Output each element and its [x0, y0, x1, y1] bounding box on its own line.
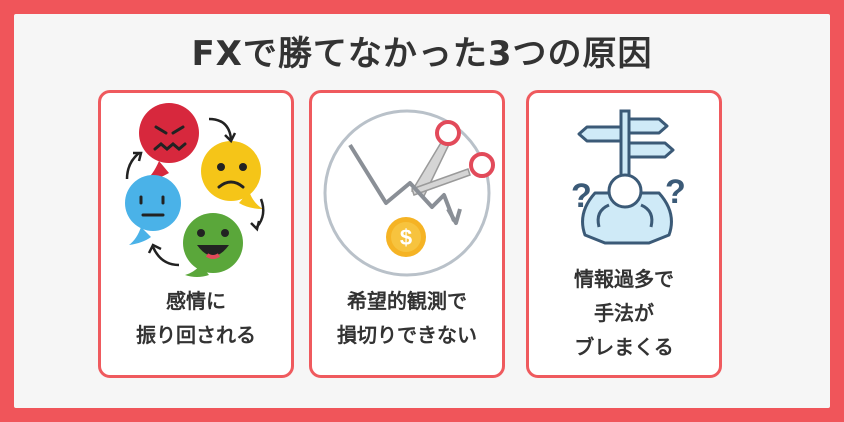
card-wishful-thinking: $ 希望的観測で 損切りできない	[309, 90, 505, 378]
card-label-line-3: ブレまくる	[574, 335, 674, 359]
confused-signpost-icon: ? ?	[571, 109, 686, 245]
downtrend-scissors-coin-icon: $	[323, 109, 495, 277]
emotion-faces-icon	[125, 103, 265, 277]
card-information-overload: ? ? 情報過多で 手法が ブレまくる	[526, 90, 722, 378]
card-label-line-1: 希望的観測で	[347, 289, 467, 313]
svg-text:?: ?	[665, 173, 686, 211]
card-label-line-2: 損切りできない	[337, 323, 477, 347]
card-label-line-1: 感情に	[166, 289, 226, 313]
card-emotions: 感情に 振り回される	[98, 90, 294, 378]
page-title: FXで勝てなかった3つの原因	[191, 34, 653, 74]
card-label-line-2: 振り回される	[136, 323, 256, 347]
svg-text:$: $	[400, 225, 412, 250]
card-label-line-1: 情報過多で	[574, 267, 674, 291]
card-label-line-2: 手法が	[594, 301, 654, 325]
svg-text:?: ?	[571, 177, 592, 215]
